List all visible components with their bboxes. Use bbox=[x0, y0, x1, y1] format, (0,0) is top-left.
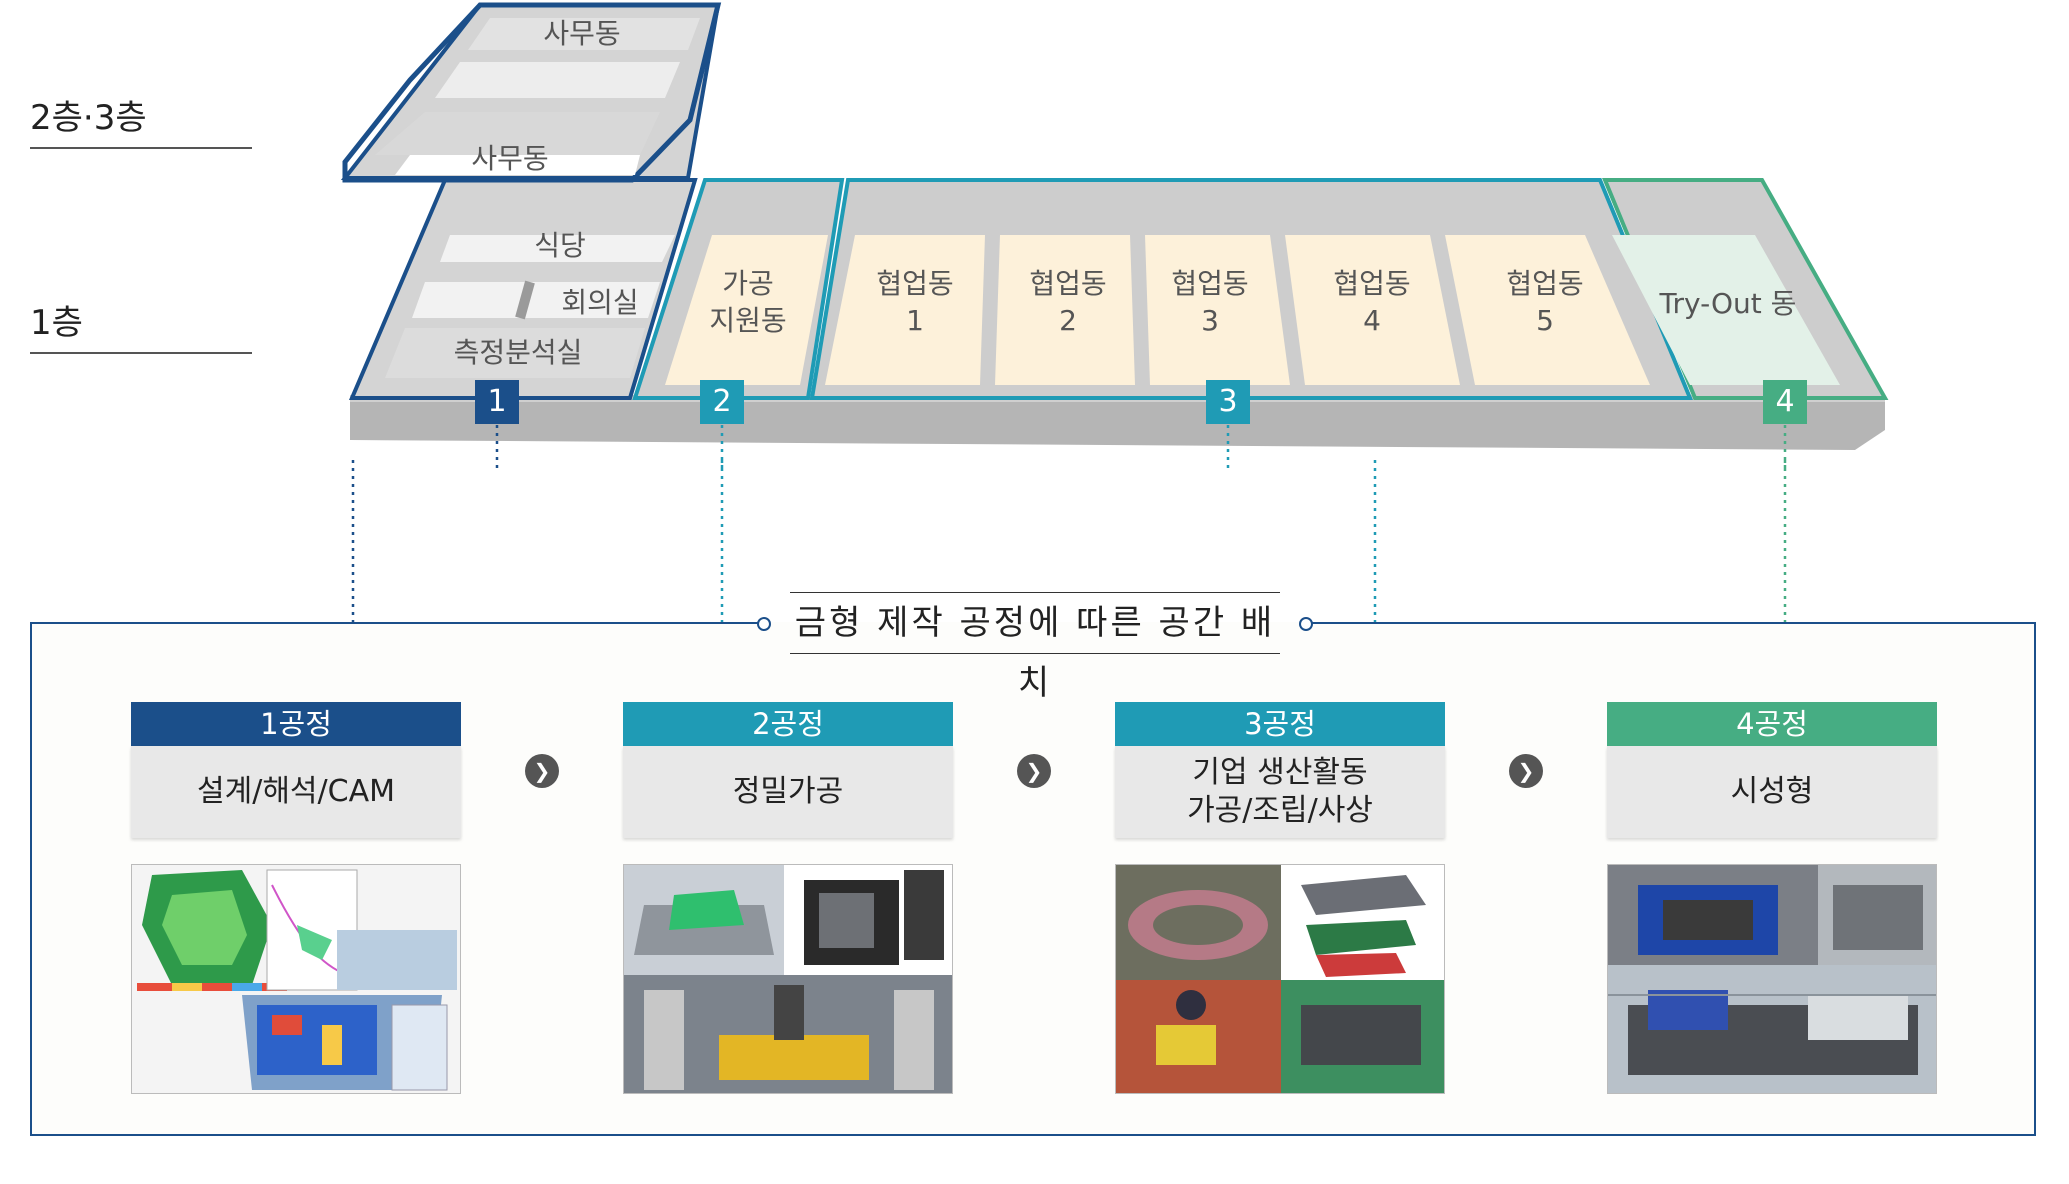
upper-room-label-2: 사무동 bbox=[471, 142, 548, 175]
canteen-label: 식당 bbox=[534, 229, 586, 262]
coop-room-3 bbox=[1145, 235, 1290, 385]
coop-label-5: 협업동 bbox=[1506, 267, 1583, 300]
lab-room-label: 측정분석실 bbox=[454, 336, 583, 369]
support-room-label-1: 가공 bbox=[722, 267, 774, 300]
next-arrow-icon-1: ❯ bbox=[525, 754, 559, 788]
coop-number-4: 4 bbox=[1363, 304, 1381, 337]
coop-number-5: 5 bbox=[1536, 304, 1554, 337]
stage-head-2: 2공정 bbox=[623, 702, 953, 746]
coop-number-1: 1 bbox=[906, 304, 924, 337]
coop-room-4 bbox=[1285, 235, 1460, 385]
frame-top-left bbox=[30, 622, 762, 624]
photo-production-assembly bbox=[1115, 864, 1445, 1094]
title-dot-left bbox=[757, 617, 771, 631]
coop-label-1: 협업동 bbox=[876, 267, 953, 300]
upper-floor-outline bbox=[342, 2, 722, 183]
coop-room-2 bbox=[995, 235, 1135, 385]
coop-number-2: 2 bbox=[1059, 304, 1077, 337]
tryout-label: Try-Out 동 bbox=[1659, 287, 1797, 320]
stage-body-1: 설계/해석/CAM bbox=[131, 746, 461, 838]
coop-label-2: 협업동 bbox=[1029, 267, 1106, 300]
tryout-room bbox=[1612, 235, 1840, 385]
stage-head-3: 3공정 bbox=[1115, 702, 1445, 746]
frame-top-right bbox=[1307, 622, 2036, 624]
upper-floor-label: 2층·3층 bbox=[30, 90, 252, 149]
coop-room-5 bbox=[1445, 235, 1650, 385]
stage-card-2: 2공정 정밀가공 bbox=[623, 702, 953, 838]
upper-room-3 bbox=[375, 112, 660, 155]
title-dot-right bbox=[1299, 617, 1313, 631]
stage-card-3: 3공정 기업 생산활동 가공/조립/사상 bbox=[1115, 702, 1445, 838]
stage-body-3: 기업 생산활동 가공/조립/사상 bbox=[1115, 746, 1445, 838]
zone-badge-1: 1 bbox=[475, 380, 519, 424]
coop-room-1 bbox=[825, 235, 985, 385]
stage-head-1: 1공정 bbox=[131, 702, 461, 746]
stage-body-2: 정밀가공 bbox=[623, 746, 953, 838]
stage-body-4: 시성형 bbox=[1607, 746, 1937, 838]
connector-lower bbox=[351, 460, 1787, 705]
coop-number-3: 3 bbox=[1201, 304, 1219, 337]
stage-card-1: 1공정 설계/해석/CAM bbox=[131, 702, 461, 838]
upper-room-1 bbox=[468, 18, 700, 50]
coop-label-4: 협업동 bbox=[1333, 267, 1410, 300]
stage-head-4: 4공정 bbox=[1607, 702, 1937, 746]
zone-badge-4: 4 bbox=[1763, 380, 1807, 424]
base-slab bbox=[350, 400, 1885, 450]
ground-floor-label: 1층 bbox=[30, 295, 252, 354]
coop-label-3: 협업동 bbox=[1171, 267, 1248, 300]
upper-room-3-floor bbox=[395, 155, 640, 175]
support-room-label-2: 지원동 bbox=[709, 304, 786, 337]
zone-badge-3: 3 bbox=[1206, 380, 1250, 424]
next-arrow-icon-2: ❯ bbox=[1017, 754, 1051, 788]
building-diagram: 사무동 사무동 식당 회의실 측정분석실 가공 지원동 협업동 1 협업동 2 … bbox=[340, 2, 1889, 470]
zone1-room-meeting bbox=[412, 282, 660, 318]
upper-room-2 bbox=[435, 62, 680, 98]
zone1-room-canteen bbox=[440, 235, 675, 262]
photo-design-analysis bbox=[131, 864, 461, 1094]
upper-room-label-1: 사무동 bbox=[543, 17, 620, 50]
stage-card-4: 4공정 시성형 bbox=[1607, 702, 1937, 838]
layout-title: 금형 제작 공정에 따른 공간 배치 bbox=[790, 592, 1280, 703]
next-arrow-icon-3: ❯ bbox=[1509, 754, 1543, 788]
photo-precision-machining bbox=[623, 864, 953, 1094]
zone2-room bbox=[665, 235, 828, 385]
photo-tryout-press bbox=[1607, 864, 1937, 1094]
meeting-room-label: 회의실 bbox=[561, 286, 638, 319]
zone-badge-2: 2 bbox=[700, 380, 744, 424]
zone1-room-lab bbox=[385, 328, 645, 378]
